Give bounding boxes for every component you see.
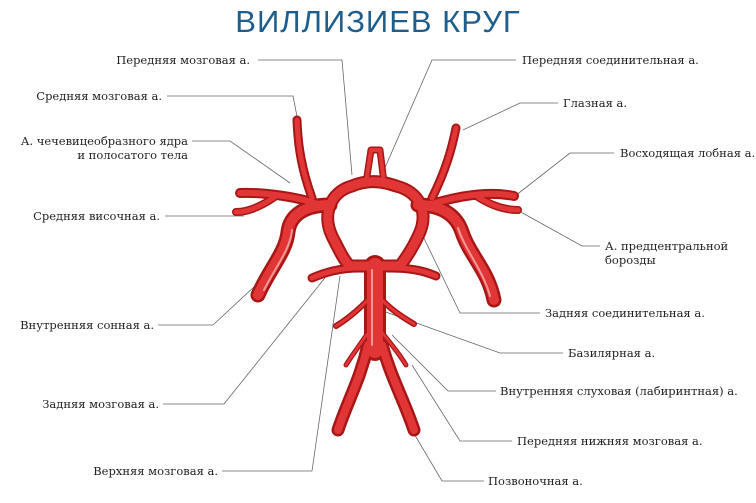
label-labyrinthine: Внутренняя слуховая (лабиринтная) а. [500, 384, 738, 398]
label-basilar: Базилярная а. [568, 346, 656, 360]
label-anterior-communicating: Передняя соединительная а. [522, 53, 699, 67]
leader-labyrinthine [391, 334, 496, 392]
label-precentral-sulcus: А. предцентральной борозды [605, 239, 729, 267]
leader-anterior-communicating [383, 59, 516, 171]
label-ascending-frontal: Восходящая лобная а. [620, 146, 756, 160]
leader-internal-carotid [158, 284, 257, 326]
label-superior-cerebellar: Верхняя мозговая а. [93, 464, 218, 478]
leader-lenticulostriate [192, 140, 291, 184]
circle-ring [323, 177, 428, 271]
leader-posterior-communicating [419, 229, 540, 314]
leader-posterior-cerebral [163, 273, 329, 405]
diagram-title: ВИЛЛИЗИЕВ КРУГ [235, 4, 521, 39]
leader-lines [158, 59, 614, 482]
leader-ophthalmic [462, 102, 558, 131]
label-posterior-communicating: Задняя соединительная а. [545, 306, 705, 320]
artery-network [232, 115, 522, 437]
label-middle-cerebral: Средняя мозговая а. [36, 89, 162, 103]
leader-superior-cerebellar [222, 275, 341, 472]
label-lenticulostriate: А. чечевицеобразного ядра и полосатого т… [20, 134, 188, 162]
label-anterior-cerebral: Передняя мозговая а. [116, 53, 250, 67]
leader-anterior-inferior-cerebellar [411, 364, 512, 442]
leader-precentral [509, 205, 600, 247]
label-ophthalmic: Глазная а. [563, 96, 627, 110]
label-middle-temporal: Средняя височная а. [33, 209, 160, 223]
label-vertebral: Позвоночная а. [488, 474, 583, 488]
label-posterior-cerebral: Задняя мозговая а. [42, 397, 159, 411]
leader-basilar [379, 309, 563, 354]
leader-anterior-cerebral [258, 59, 353, 176]
label-internal-carotid: Внутренняя сонная а. [20, 318, 154, 332]
label-anterior-inferior-cerebellar: Передняя нижняя мозговая а. [517, 434, 703, 448]
leader-ascending-frontal [514, 152, 614, 197]
leader-middle-cerebral [167, 95, 311, 184]
